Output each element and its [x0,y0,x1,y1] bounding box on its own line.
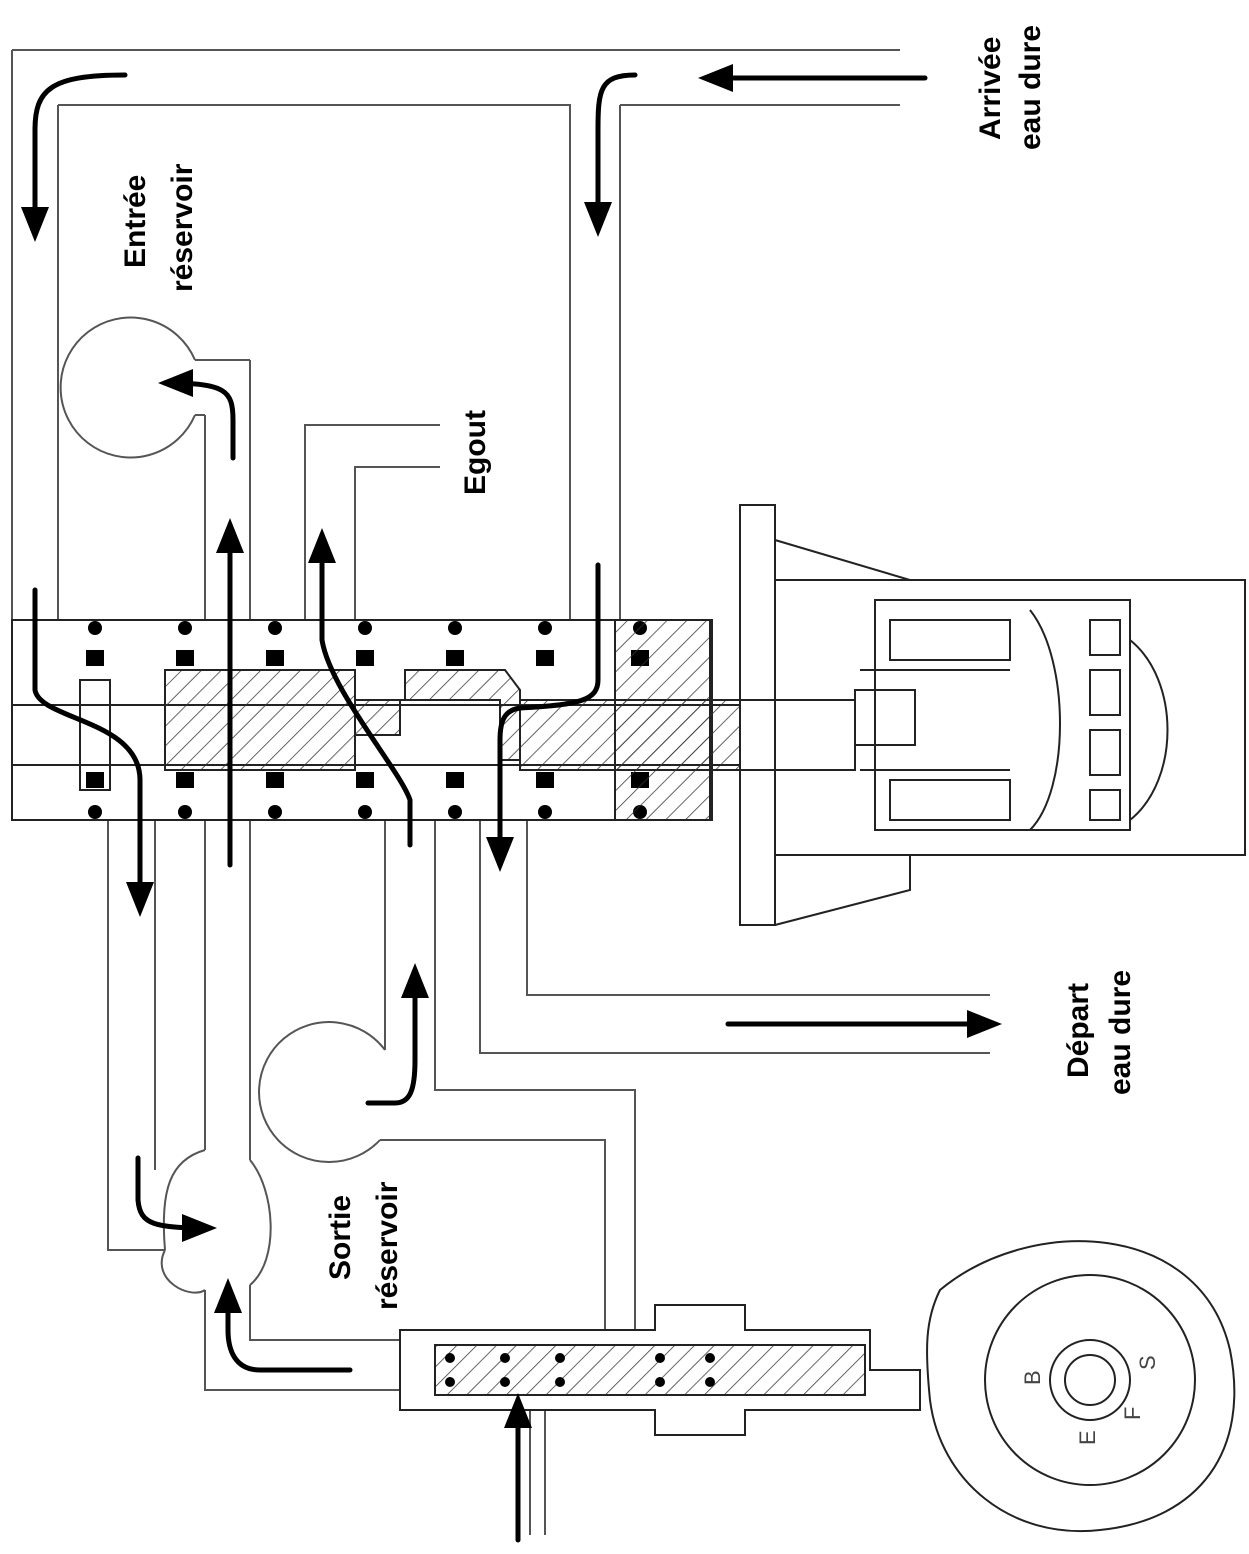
valve-body [11,619,743,821]
dial-letter-s: S [1135,1355,1160,1370]
flow-arrow-right-channel [486,562,601,872]
tank-inlet-bulb [59,316,196,459]
pipe-network [11,49,990,1535]
flow-arrow-bypass-return [214,1278,353,1373]
flow-arrow-top-down-right [584,72,638,237]
drive-housing [739,504,1246,926]
flow-arrows [21,64,1002,1543]
svg-text:Entrée: Entrée [119,175,152,268]
flow-arrow-left-channel [32,587,154,917]
dial-letter-e: E [1075,1430,1100,1445]
flow-arrow-egout [308,528,413,848]
flow-arrow-tank-inlet [158,369,236,461]
svg-text:réservoir: réservoir [166,163,199,292]
seal-rings-top [86,621,649,666]
svg-text:réservoir: réservoir [371,1181,404,1310]
svg-text:Egout: Egout [459,410,492,495]
label-egout: Egout [459,410,492,495]
label-depart: Départ eau dure [1062,970,1137,1095]
bypass-valve [399,1304,921,1436]
label-entree-reservoir: Entrée réservoir [119,163,199,292]
svg-text:eau dure: eau dure [1104,970,1137,1095]
svg-text:Sortie: Sortie [324,1195,357,1280]
flow-arrow-top-down-left [21,72,128,242]
flow-arrow-tank-outlet [365,963,429,1106]
label-arrivee: Arrivée eau dure [974,25,1047,150]
dial-letter-f: F [1120,1407,1145,1420]
flow-arrow-lower-junction [135,1155,217,1242]
svg-text:eau dure: eau dure [1014,25,1047,150]
svg-text:Départ: Départ [1062,983,1095,1078]
svg-text:Arrivée: Arrivée [974,37,1007,140]
dial-letter-b: B [1020,1370,1045,1385]
selector-dial: B E F S [926,1240,1236,1533]
lower-junction-bulb [160,1149,272,1294]
tank-outlet-bulb [258,1021,386,1163]
label-sortie-reservoir: Sortie réservoir [324,1181,404,1310]
